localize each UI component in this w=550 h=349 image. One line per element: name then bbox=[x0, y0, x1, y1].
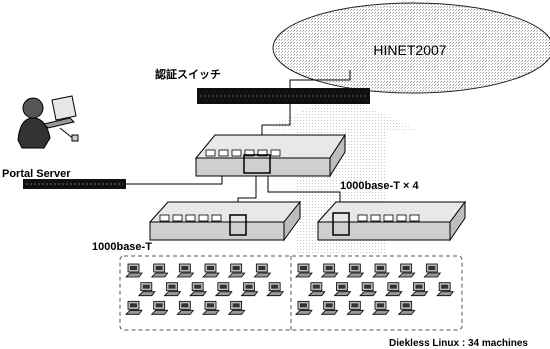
uplink-label: 1000base-T × 4 bbox=[340, 180, 419, 192]
machine-icon bbox=[229, 301, 245, 314]
machine-icon bbox=[347, 264, 363, 277]
machine-icon bbox=[347, 301, 363, 314]
machines-grid bbox=[126, 264, 453, 314]
core-switch bbox=[196, 135, 345, 176]
machine-icon bbox=[335, 283, 351, 296]
left-access-switch bbox=[150, 202, 300, 240]
user-laptop-icon bbox=[18, 96, 78, 148]
machine-icon bbox=[216, 283, 232, 296]
machine-icon bbox=[399, 301, 415, 314]
machine-icon bbox=[309, 283, 325, 296]
machine-icon bbox=[165, 283, 181, 296]
portal-server-label: Portal Server bbox=[2, 168, 71, 180]
machine-icon bbox=[360, 283, 376, 296]
auth-switch-label: 認証スイッチ bbox=[155, 67, 221, 81]
machine-icon bbox=[152, 264, 168, 277]
machine-icon bbox=[412, 283, 428, 296]
machine-icon bbox=[424, 264, 440, 277]
machine-icon bbox=[139, 283, 155, 296]
machine-icon bbox=[386, 283, 402, 296]
cloud-label: HINET2007 bbox=[373, 42, 446, 58]
portal-server bbox=[23, 179, 126, 189]
machine-icon bbox=[399, 264, 415, 277]
machine-icon bbox=[229, 264, 245, 277]
machine-icon bbox=[177, 264, 193, 277]
machine-icon bbox=[177, 301, 193, 314]
machine-icon bbox=[296, 301, 312, 314]
machine-icon bbox=[254, 264, 270, 277]
machine-icon bbox=[242, 283, 258, 296]
portal-to-core-link bbox=[126, 176, 222, 184]
machines-label: Diekless Linux : 34 machines bbox=[389, 338, 528, 349]
machine-icon bbox=[373, 301, 389, 314]
machine-icon bbox=[126, 264, 142, 277]
machine-icon bbox=[126, 301, 142, 314]
machine-icon bbox=[296, 264, 312, 277]
machine-icon bbox=[322, 301, 338, 314]
link-label: 1000base-T bbox=[92, 241, 152, 253]
machine-icon bbox=[373, 264, 389, 277]
machine-icon bbox=[437, 283, 453, 296]
machine-icon bbox=[203, 264, 219, 277]
machine-icon bbox=[152, 301, 168, 314]
right-access-switch bbox=[318, 202, 465, 240]
machine-icon bbox=[203, 301, 219, 314]
machine-icon bbox=[190, 283, 206, 296]
machine-icon bbox=[267, 283, 283, 296]
machine-icon bbox=[322, 264, 338, 277]
